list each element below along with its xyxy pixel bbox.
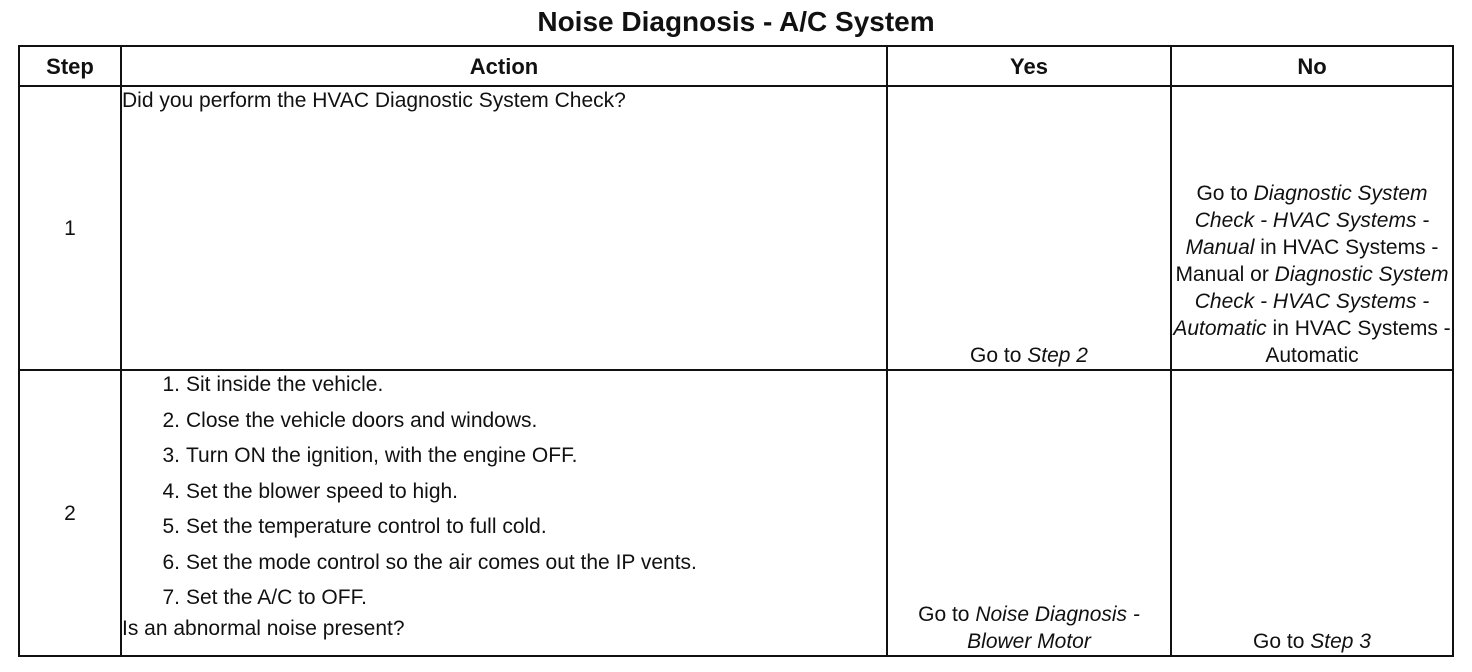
action-question: Is an abnormal noise present? <box>122 617 405 640</box>
page-title: Noise Diagnosis - A/C System <box>537 6 935 37</box>
no-cell: Go to Diagnostic System Check - HVAC Sys… <box>1170 85 1454 371</box>
yes-cell: Go to Step 2 <box>886 85 1172 371</box>
no-text: in HVAC Systems - Manual or <box>1175 236 1439 286</box>
list-number: 4. <box>162 479 180 503</box>
list-item: 4.Set the blower speed to high. <box>144 478 886 505</box>
list-number: 2. <box>162 408 180 432</box>
no-link-manual-check[interactable]: Diagnostic System Check - HVAC Systems -… <box>1185 182 1430 259</box>
no-cell: Go to Step 3 <box>1170 369 1454 657</box>
column-header-step: Step <box>18 45 122 87</box>
list-item: 6.Set the mode control so the air comes … <box>144 549 886 576</box>
no-link-automatic-check[interactable]: Diagnostic System Check - HVAC Systems -… <box>1173 263 1449 340</box>
diagnosis-table: Step Action Yes No 1 Did you perform the… <box>18 45 1454 657</box>
column-header-action: Action <box>120 45 888 87</box>
step-number: 2 <box>18 369 122 657</box>
list-item: 2.Close the vehicle doors and windows. <box>144 407 886 434</box>
list-item: 1. Sit inside the vehicle. <box>144 371 886 398</box>
list-text: Turn ON the ignition, with the engine OF… <box>186 444 578 467</box>
no-text: Go to <box>1196 182 1254 205</box>
list-item: 3. Turn ON the ignition, with the engine … <box>144 442 886 469</box>
list-number: 3. <box>162 444 180 467</box>
yes-link-step-2[interactable]: Step 2 <box>1027 344 1088 367</box>
yes-prefix: Go to <box>918 603 976 626</box>
column-header-yes: Yes <box>886 45 1172 87</box>
list-text: Close the vehicle doors and windows. <box>186 408 538 432</box>
list-number: 1. <box>162 373 180 396</box>
table-row: 1 Did you perform the HVAC Diagnostic Sy… <box>18 85 1454 371</box>
list-text: Set the blower speed to high. <box>186 479 459 503</box>
action-question: Did you perform the HVAC Diagnostic Syst… <box>122 89 626 112</box>
action-cell: 1. Sit inside the vehicle. 2.Close the ve… <box>120 369 888 657</box>
yes-cell: Go to Noise Diagnosis - Blower Motor <box>886 369 1172 657</box>
action-steps-list: 1. Sit inside the vehicle. 2.Close the ve… <box>122 371 886 611</box>
step-number: 1 <box>18 85 122 371</box>
list-text: Set the A/C to OFF. <box>186 586 367 609</box>
header-row: Step Action Yes No <box>18 45 1454 87</box>
list-number: 6. <box>162 550 180 574</box>
column-header-no: No <box>1170 45 1454 87</box>
yes-link-blower-motor[interactable]: Noise Diagnosis - Blower Motor <box>967 603 1140 653</box>
list-text: Set the mode control so the air comes ou… <box>186 550 697 574</box>
list-item: 7. Set the A/C to OFF. <box>144 584 886 611</box>
list-text: Sit inside the vehicle. <box>186 373 384 396</box>
no-link-step-3[interactable]: Step 3 <box>1310 630 1371 653</box>
list-text: Set the temperature control to full cold… <box>186 515 547 538</box>
table-row: 2 1. Sit inside the vehicle. 2.Close the … <box>18 369 1454 657</box>
action-cell: Did you perform the HVAC Diagnostic Syst… <box>120 85 888 371</box>
list-number: 5. <box>162 515 180 538</box>
yes-prefix: Go to <box>970 344 1028 367</box>
no-prefix: Go to <box>1253 630 1311 653</box>
no-text: in HVAC Systems - Automatic <box>1265 317 1451 367</box>
list-item: 5. Set the temperature control to full co… <box>144 513 886 540</box>
list-number: 7. <box>162 586 180 609</box>
